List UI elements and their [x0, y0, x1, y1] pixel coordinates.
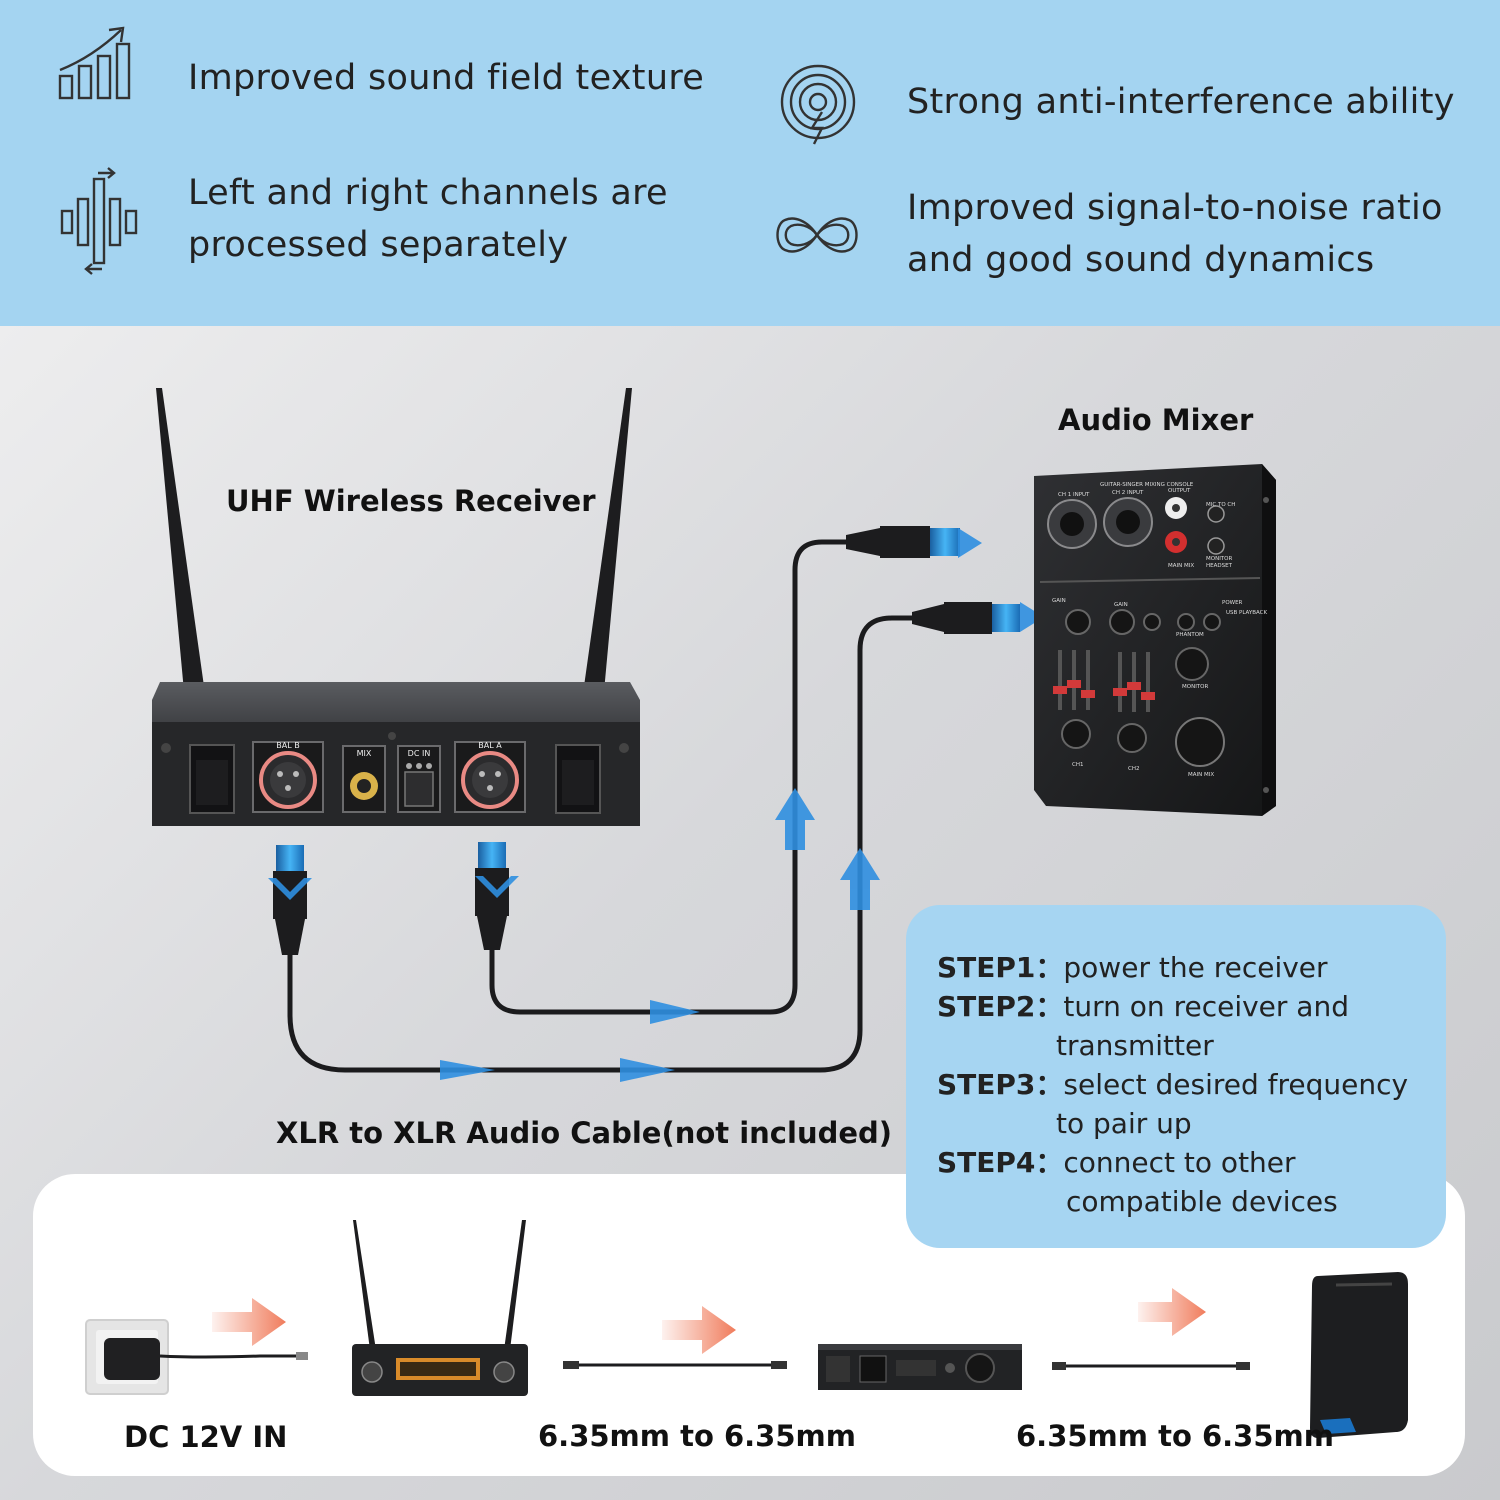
mixer-label: MONITOR [1206, 556, 1232, 562]
receiver-label: UHF Wireless Receiver [226, 484, 596, 518]
flow-arrow-icon [475, 876, 519, 898]
chain-label-cable-1: 6.35mm to 6.35mm [538, 1419, 856, 1453]
split-channels-icon [60, 167, 138, 275]
port-label-mix: MIX [357, 749, 372, 758]
cable-label: XLR to XLR Audio Cable(not included) [276, 1116, 893, 1150]
chain-arrow-icon [212, 1298, 286, 1346]
feature-line: processed separately [188, 225, 569, 265]
feature-band: Improved sound field texture Left and ri… [0, 0, 1500, 326]
infinity-icon [776, 217, 858, 253]
mixer-label: CH 2 INPUT [1112, 490, 1144, 496]
xlr-plug-top [846, 526, 960, 558]
receiver-port-labels: BAL B MIX DC IN BAL A [276, 741, 502, 758]
setup-steps-panel: STEP1：power the receiver STEP2：turn on r… [906, 905, 1446, 1248]
xlr-plug-bottom [912, 602, 1020, 634]
step-text: select desired frequency [1063, 1068, 1409, 1101]
feature-text-2: Left and right channels are processed se… [188, 167, 668, 271]
step-3: STEP3：select desired frequency [937, 1065, 1408, 1104]
feature-line: Improved signal-to-noise ratio [907, 188, 1443, 228]
power-amplifier [818, 1344, 1022, 1390]
mixer-label: CH1 [1072, 762, 1083, 768]
step-key: STEP3： [937, 1068, 1064, 1101]
chain-arrow-icon [1138, 1288, 1206, 1336]
mixer-label: CH 1 INPUT [1058, 492, 1090, 498]
audio-mixer [1034, 464, 1276, 816]
feature-text-1: Improved sound field texture [188, 52, 704, 104]
mixer-label: OUTPUT [1168, 488, 1191, 494]
power-adapter [85, 1319, 308, 1395]
step-1: STEP1：power the receiver [937, 948, 1328, 987]
mixer-label: MIC TO CH [1206, 502, 1235, 508]
flow-arrow-icon [650, 1000, 700, 1024]
chain-label-cable-2: 6.35mm to 6.35mm [1016, 1419, 1334, 1453]
xlr-plug-right [475, 842, 509, 950]
mixer-label: MAIN MIX [1188, 772, 1214, 778]
mixer-label: GUITAR-SINGER MIXING CONSOLE [1100, 482, 1194, 488]
mixer-label: MONITOR [1182, 684, 1208, 690]
pa-speaker [1310, 1272, 1408, 1438]
receiver-front [352, 1220, 528, 1396]
chain-label-power: DC 12V IN [124, 1420, 288, 1454]
step-text: power the receiver [1063, 951, 1328, 984]
step-2-cont: transmitter [1056, 1029, 1214, 1062]
mixer-label: PHANTOM [1176, 632, 1204, 638]
port-label-bal-b: BAL B [276, 741, 299, 750]
step-text: turn on receiver and [1063, 990, 1349, 1023]
feature-text-3: Strong anti-interference ability [907, 76, 1455, 128]
port-label-bal-a: BAL A [478, 741, 502, 750]
flow-arrow-icon [268, 878, 312, 900]
flow-arrow-icon [620, 1058, 675, 1082]
flow-arrow-icon [775, 788, 815, 850]
step-key: STEP2： [937, 990, 1064, 1023]
xlr-cable-b [489, 539, 852, 1015]
flow-arrow-icon [440, 1060, 495, 1080]
step-4: STEP4：connect to other [937, 1143, 1296, 1182]
feature-text-4: Improved signal-to-noise ratio and good … [907, 182, 1443, 286]
flow-arrow-icon [840, 848, 880, 910]
step-key: STEP1： [937, 951, 1064, 984]
jack-cable-2 [1052, 1362, 1250, 1370]
port-label-dc-in: DC IN [408, 749, 431, 758]
mixer-label: HEADSET [1206, 563, 1233, 569]
flow-arrow-icon [958, 528, 982, 558]
mixer-label: POWER [1222, 600, 1243, 606]
mixer-label: CH2 [1128, 766, 1139, 772]
feature-line: and good sound dynamics [907, 240, 1375, 280]
feature-line: Strong anti-interference ability [907, 82, 1455, 122]
feature-line: Improved sound field texture [188, 58, 705, 98]
feature-line: Left and right channels are [188, 173, 668, 213]
step-text: connect to other [1063, 1146, 1296, 1179]
mixer-label: GAIN [1114, 602, 1128, 608]
mixer-labels: GUITAR-SINGER MIXING CONSOLE CH 1 INPUT … [1052, 482, 1268, 778]
mixer-label-title: Audio Mixer [1058, 403, 1254, 437]
chain-arrows [212, 1288, 1206, 1354]
bar-chart-arrow-icon [58, 26, 131, 100]
step-4-cont: compatible devices [1066, 1185, 1338, 1218]
mixer-label: GAIN [1052, 598, 1066, 604]
jack-cable-1 [563, 1361, 787, 1369]
receiver-body [152, 682, 640, 826]
mixer-label: MAIN MIX [1168, 563, 1194, 569]
xlr-cable-a [287, 615, 920, 1073]
flow-arrows [268, 528, 1044, 1082]
step-2: STEP2：turn on receiver and [937, 987, 1349, 1026]
step-3-cont: to pair up [1056, 1107, 1192, 1140]
signal-shield-icon [780, 64, 856, 145]
step-key: STEP4： [937, 1146, 1064, 1179]
chain-arrow-icon [662, 1306, 736, 1354]
mixer-label: USB PLAYBACK [1226, 610, 1268, 616]
flow-arrow-icon [1020, 602, 1044, 632]
